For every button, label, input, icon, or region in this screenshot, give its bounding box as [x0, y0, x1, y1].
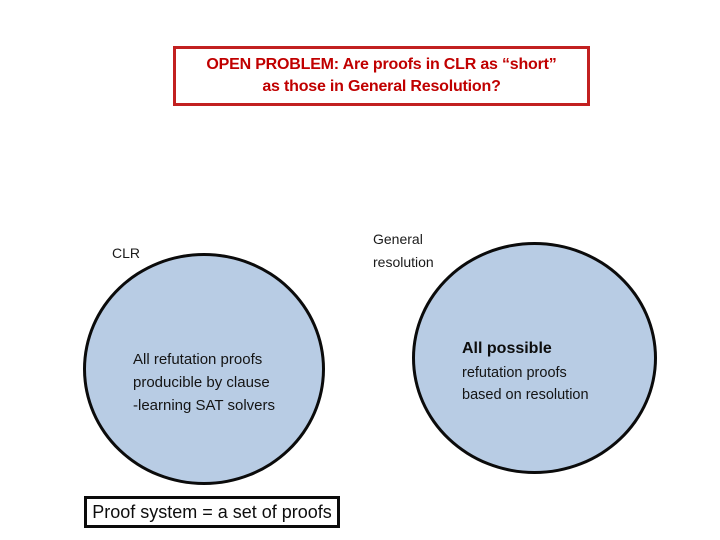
general-resolution-label-line-2: resolution — [373, 254, 434, 270]
clr-circle — [83, 253, 325, 485]
open-problem-title-box: OPEN PROBLEM: Are proofs in CLR as “shor… — [173, 46, 590, 106]
general-resolution-label-line-1: General — [373, 231, 423, 247]
title-line-2: as those in General Resolution? — [262, 78, 501, 95]
general-resolution-label: General resolution — [373, 228, 434, 274]
clr-label: CLR — [112, 245, 141, 261]
clr-text-line-1: All refutation proofs — [133, 351, 263, 368]
proof-system-definition-text: Proof system = a set of proofs — [92, 501, 332, 522]
title-line-1: OPEN PROBLEM: Are proofs in CLR as “shor… — [206, 56, 557, 73]
gr-text-line-2: based on resolution — [462, 387, 589, 403]
general-resolution-circle-text: All possible refutation proofs based on … — [462, 338, 589, 406]
all-possible-heading: All possible — [462, 340, 552, 357]
clr-circle-text: All refutation proofs producible by clau… — [133, 348, 275, 417]
clr-text-line-3: -learning SAT solvers — [133, 397, 276, 414]
proof-system-definition-box: Proof system = a set of proofs — [84, 496, 340, 528]
general-resolution-circle — [412, 242, 657, 474]
clr-text-line-2: producible by clause — [133, 374, 270, 391]
gr-text-line-1: refutation proofs — [462, 365, 567, 381]
